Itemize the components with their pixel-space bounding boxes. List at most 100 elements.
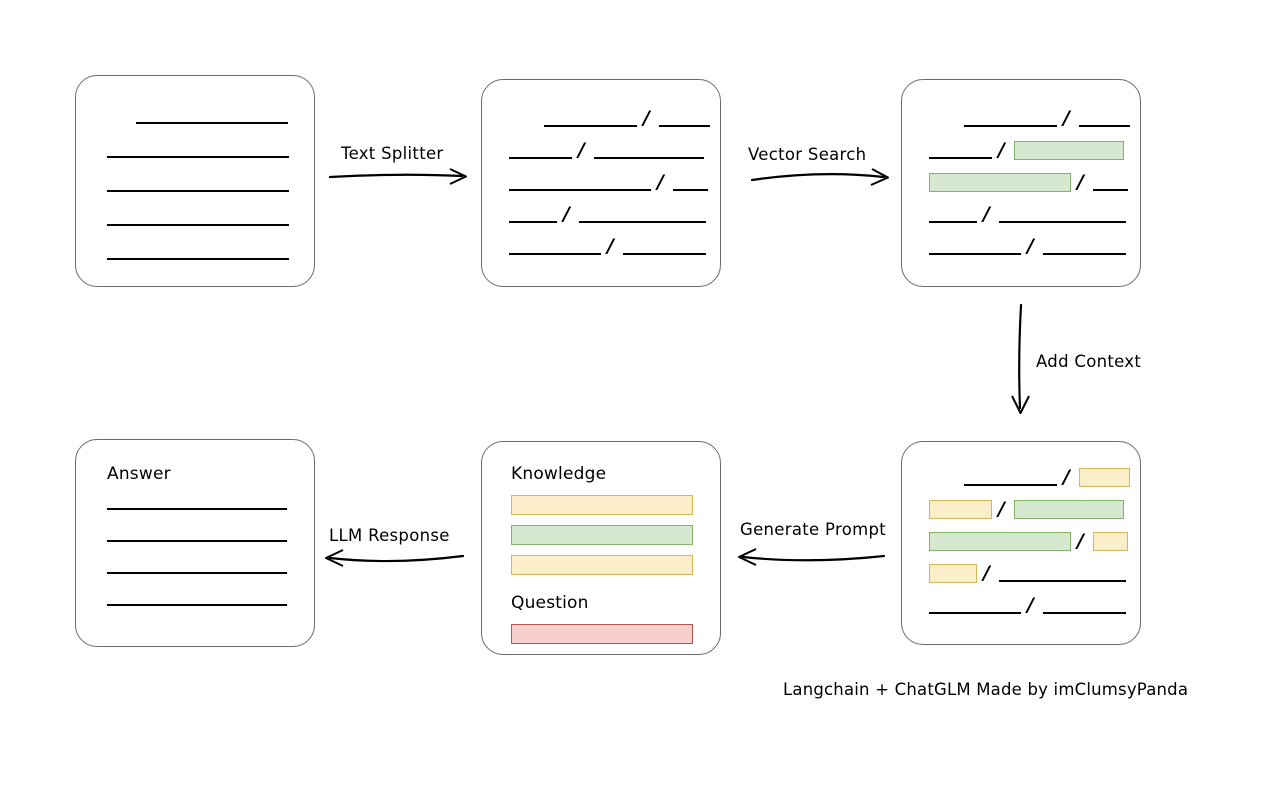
text-line	[1043, 612, 1126, 614]
arrow-text-splitter	[328, 168, 467, 185]
arrow-llm-response	[325, 549, 465, 567]
prompt-bar-green	[511, 525, 693, 545]
slash-separator: /	[1077, 530, 1084, 552]
highlight-chip-green	[1014, 500, 1124, 519]
slash-separator: /	[643, 107, 650, 129]
content-row	[76, 440, 314, 646]
slash-separator: /	[1063, 466, 1070, 488]
text-line	[107, 540, 287, 542]
text-line	[509, 221, 557, 223]
slash-separator: /	[983, 203, 990, 225]
highlight-chip-yellow	[1093, 532, 1128, 551]
content-row: /	[482, 80, 720, 286]
highlight-chip-yellow	[929, 500, 992, 519]
slash-separator: /	[1027, 235, 1034, 257]
text-line	[929, 157, 992, 159]
text-line	[107, 572, 287, 574]
answer-box[interactable]: Answer	[75, 439, 315, 647]
slash-separator: /	[1063, 107, 1070, 129]
slash-separator: /	[1077, 171, 1084, 193]
content-row: /	[902, 442, 1140, 644]
highlight-chip-green	[1014, 141, 1124, 160]
text-line	[509, 253, 601, 255]
text-line	[929, 253, 1021, 255]
text-line	[107, 156, 289, 158]
text-line	[107, 190, 289, 192]
text-line	[544, 125, 637, 127]
highlight-chip-green	[929, 532, 1071, 551]
slash-separator: /	[1027, 594, 1034, 616]
content-row: /	[482, 80, 720, 286]
prompt-section-heading: Knowledge	[511, 464, 607, 484]
prompt-bar-red	[511, 624, 693, 644]
content-row: /	[902, 80, 1140, 286]
slash-separator: /	[998, 498, 1005, 520]
content-row	[76, 76, 314, 286]
edge-label-vector-search: Vector Search	[748, 145, 867, 164]
highlight-chip-yellow	[1079, 468, 1130, 487]
content-row	[76, 76, 314, 286]
text-line	[964, 125, 1057, 127]
text-line	[107, 224, 289, 226]
text-line	[659, 125, 710, 127]
prompt-section-heading: Question	[511, 593, 589, 613]
content-row: /	[902, 80, 1140, 286]
text-line	[964, 484, 1057, 486]
edge-label-llm-response: LLM Response	[329, 526, 450, 545]
content-row	[76, 76, 314, 286]
slash-separator: /	[657, 171, 664, 193]
content-row	[76, 76, 314, 286]
highlight-chip-yellow	[929, 564, 977, 583]
text-line	[1043, 253, 1126, 255]
slash-separator: /	[998, 139, 1005, 161]
slash-separator: /	[983, 562, 990, 584]
content-row: /	[902, 442, 1140, 644]
footer-credit: Langchain + ChatGLM Made by imClumsyPand…	[783, 680, 1189, 699]
slash-separator: /	[578, 139, 585, 161]
text-line	[673, 189, 708, 191]
content-row: /	[482, 80, 720, 286]
content-row: /	[482, 80, 720, 286]
text-line	[623, 253, 706, 255]
arrow-generate-prompt	[738, 548, 886, 566]
edge-label-text-splitter: Text Splitter	[341, 144, 444, 163]
prompt-bar-yellow	[511, 555, 693, 575]
answer-heading: Answer	[107, 464, 171, 484]
slash-separator: /	[607, 235, 614, 257]
text-line	[999, 580, 1126, 582]
content-row	[76, 440, 314, 646]
text-line	[107, 508, 287, 510]
text-line	[999, 221, 1126, 223]
text-line	[107, 258, 289, 260]
arrow-vector-search	[750, 168, 889, 186]
text-line	[929, 221, 977, 223]
text-line	[594, 157, 704, 159]
content-row	[76, 440, 314, 646]
context-chunks-box[interactable]: / / / / /	[901, 441, 1141, 645]
matched-chunks-box[interactable]: / / / / /	[901, 79, 1141, 287]
text-line	[509, 157, 572, 159]
content-row: /	[482, 80, 720, 286]
prompt-bar-yellow	[511, 495, 693, 515]
arrow-add-context	[1011, 303, 1030, 414]
text-line	[107, 604, 287, 606]
highlight-chip-green	[929, 173, 1071, 192]
content-row: /	[902, 80, 1140, 286]
source-document-box[interactable]	[75, 75, 315, 287]
split-chunks-box[interactable]: / / / / /	[481, 79, 721, 287]
text-line	[136, 122, 288, 124]
text-line	[579, 221, 706, 223]
edge-label-add-context: Add Context	[1036, 352, 1142, 371]
text-line	[929, 612, 1021, 614]
slash-separator: /	[563, 203, 570, 225]
content-row: /	[902, 80, 1140, 286]
text-line	[1093, 189, 1128, 191]
content-row	[76, 440, 314, 646]
content-row: /	[902, 80, 1140, 286]
edge-label-generate-prompt: Generate Prompt	[740, 520, 886, 539]
content-row: /	[902, 442, 1140, 644]
content-row: /	[902, 442, 1140, 644]
content-row	[76, 76, 314, 286]
